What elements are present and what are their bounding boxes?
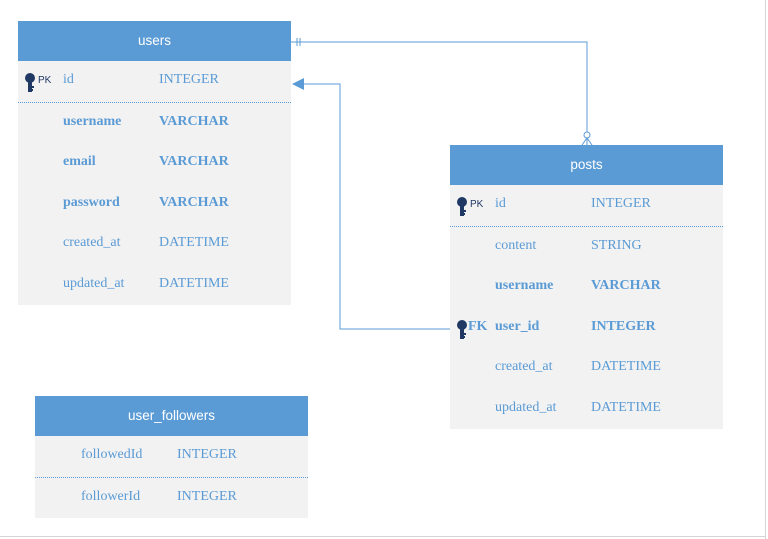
table-row[interactable]: created_at DATETIME — [18, 224, 291, 265]
table-row[interactable]: updated_at DATETIME — [450, 389, 723, 430]
user-id-foreign-key-line[interactable] — [303, 83, 456, 330]
key-divider — [450, 225, 723, 227]
table-row[interactable]: username VARCHAR — [450, 267, 723, 308]
table-row[interactable]: content STRING — [450, 227, 723, 268]
zero-marker — [583, 131, 591, 139]
column-name: id — [63, 72, 74, 87]
page-border — [765, 0, 766, 539]
pk-key-badge: PK — [456, 196, 494, 216]
key-label: PK — [470, 199, 484, 210]
column-type: VARCHAR — [591, 278, 661, 293]
key-icon — [457, 197, 467, 216]
column-name: content — [495, 237, 537, 253]
column-name: created_at — [63, 235, 121, 250]
table-row[interactable]: PK id INTEGER — [450, 185, 723, 226]
column-type: DATETIME — [159, 235, 229, 250]
column-name: id — [495, 196, 506, 211]
table-row[interactable]: password VARCHAR — [18, 184, 291, 225]
column-name: user_id — [495, 318, 540, 334]
column-type: INTEGER — [591, 196, 651, 211]
key-icon — [457, 319, 467, 339]
column-type: INTEGER — [159, 72, 219, 87]
pk-key-badge: PK — [24, 72, 62, 92]
column-name: email — [63, 154, 96, 169]
column-type: DATETIME — [591, 399, 661, 415]
key-label: PK — [38, 75, 52, 86]
users-table-header[interactable]: users — [18, 21, 291, 61]
table-row[interactable]: followerId INTEGER — [35, 478, 308, 519]
users-posts-relationship-line[interactable] — [291, 41, 588, 145]
column-name: password — [63, 194, 120, 210]
table-row[interactable]: PK id INTEGER — [18, 61, 291, 102]
column-name: followedId — [81, 447, 143, 462]
key-divider — [35, 476, 308, 478]
table-row[interactable]: username VARCHAR — [18, 103, 291, 144]
column-type: INTEGER — [177, 488, 237, 504]
posts-table-header[interactable]: posts — [450, 145, 723, 185]
user-followers-table-header[interactable]: user_followers — [35, 396, 308, 436]
column-name: username — [495, 278, 554, 293]
arrow-head — [292, 78, 304, 90]
column-type: VARCHAR — [159, 154, 229, 169]
key-label: FK — [468, 318, 488, 334]
column-type: DATETIME — [159, 275, 229, 291]
column-type: VARCHAR — [159, 194, 229, 210]
column-name: created_at — [495, 359, 553, 374]
column-name: updated_at — [495, 399, 557, 415]
column-name: username — [63, 113, 122, 129]
column-name: updated_at — [63, 275, 125, 291]
table-row[interactable]: updated_at DATETIME — [18, 265, 291, 306]
column-type: INTEGER — [591, 318, 656, 334]
page-border — [0, 536, 766, 537]
column-name: followerId — [81, 488, 141, 504]
crows-foot-marker — [581, 137, 593, 146]
column-type: DATETIME — [591, 359, 661, 374]
table-row[interactable]: followedId INTEGER — [35, 436, 308, 477]
column-type: INTEGER — [177, 447, 237, 462]
fk-key-badge: FK — [456, 319, 494, 339]
table-row[interactable]: FK user_id INTEGER — [450, 308, 723, 349]
column-type: VARCHAR — [159, 113, 229, 129]
key-divider — [18, 101, 291, 103]
table-row[interactable]: email VARCHAR — [18, 143, 291, 184]
table-row[interactable]: created_at DATETIME — [450, 348, 723, 389]
key-icon — [25, 73, 35, 92]
column-type: STRING — [591, 237, 642, 253]
